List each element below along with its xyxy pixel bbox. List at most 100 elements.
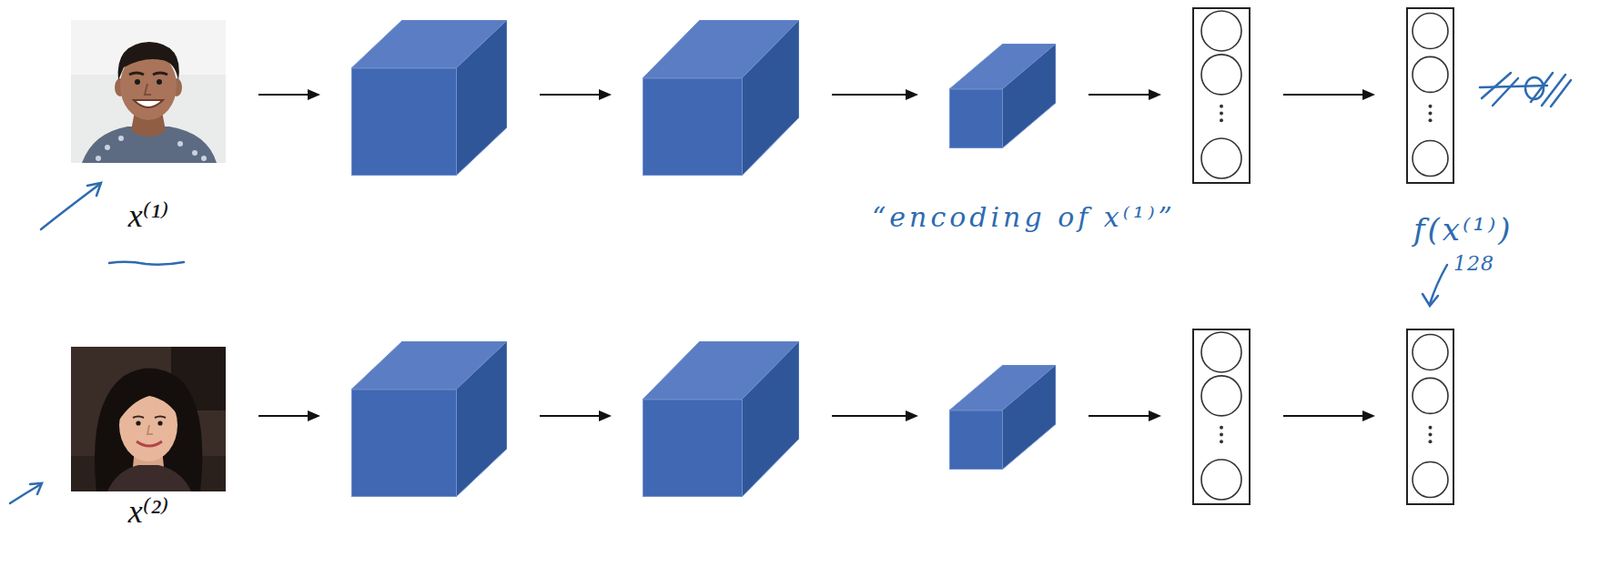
flow-arrow [1088, 93, 1151, 96]
flow-arrow [1088, 89, 1162, 101]
flow-arrow [258, 410, 321, 422]
conv-volume [455, 341, 507, 497]
pen-strokes [10, 72, 1571, 504]
embedding-vector [1193, 8, 1250, 183]
face-photo [133, 100, 163, 108]
flow-arrow [598, 89, 612, 101]
face-photo [94, 367, 203, 492]
embedding-vector [1201, 54, 1242, 95]
embedding-vector [1412, 12, 1449, 49]
scribble-stroke [1492, 78, 1519, 106]
conv-volume [351, 341, 507, 497]
flow-arrow [598, 410, 612, 422]
flow-arrow [258, 89, 321, 101]
embedding-vector [1193, 329, 1250, 505]
flow-arrow [905, 410, 919, 422]
embedding-vector [1412, 141, 1449, 177]
conv-volume [455, 20, 507, 176]
conv-layer [351, 20, 507, 176]
output-label: f(x⁽¹⁾) [1413, 212, 1514, 247]
embedding-vector [1201, 375, 1242, 416]
face-photo [135, 420, 141, 426]
face-photo [144, 83, 152, 95]
flow-arrow [1088, 410, 1162, 422]
flow-arrow [1148, 89, 1162, 101]
conv-volume [642, 20, 800, 176]
conv-volume [1002, 364, 1056, 470]
embedding-vector [1406, 7, 1455, 184]
leader-arrowhead [1422, 293, 1438, 306]
flow-arrow [1362, 410, 1376, 422]
face-photo [118, 135, 124, 142]
embedding-vector [1428, 118, 1433, 122]
embedding-vector [1428, 439, 1433, 444]
embedding-vector [1192, 7, 1251, 184]
flow-arrow [831, 89, 919, 101]
flow-arrow [258, 93, 310, 96]
conv-layer [949, 364, 1056, 470]
embedding-vector [1412, 56, 1449, 92]
flow-arrow [831, 410, 919, 422]
embedding-vector [1428, 432, 1433, 436]
embedding-vector [1201, 332, 1242, 373]
handwritten-note: “encoding of x⁽¹⁾” [871, 202, 1176, 233]
flow-arrow [539, 93, 601, 96]
conv-layer [642, 20, 800, 176]
embedding-vector [1201, 138, 1242, 179]
embedding-vector [1192, 328, 1251, 506]
flow-arrow [905, 89, 919, 101]
flow-arrow [1283, 410, 1376, 422]
underline-stroke [109, 262, 184, 265]
face-photo [154, 416, 166, 419]
conv-volume [950, 410, 1003, 470]
scribble-stroke [1550, 80, 1571, 107]
face-photo [177, 141, 183, 147]
face-photo [70, 346, 226, 492]
face-photo [157, 420, 163, 426]
face-photo [192, 150, 198, 156]
face-photo [95, 155, 102, 162]
flow-arrow [307, 89, 321, 101]
face-photo [201, 155, 207, 162]
dimension-note: 128 [1453, 253, 1495, 275]
face-photo [134, 79, 141, 85]
embedding-vector [1201, 10, 1242, 51]
scribble-stroke [1479, 85, 1548, 88]
flow-arrow [1148, 410, 1162, 422]
conv-volume [949, 43, 1056, 149]
face-photo [107, 465, 192, 492]
flow-arrow [831, 93, 908, 96]
conv-layer [949, 43, 1056, 149]
input-image: x⁽¹⁾ [70, 20, 226, 163]
flow-arrow [831, 415, 908, 417]
embedding-vector [1412, 462, 1449, 498]
vector-layer [1192, 328, 1251, 506]
embedding-vector [1219, 104, 1224, 109]
embedding-vector [1412, 334, 1449, 370]
conv-volume [741, 341, 800, 497]
scribble-stroke [1525, 77, 1544, 100]
embedding-vector [1407, 8, 1454, 183]
input-image: x⁽²⁾ [70, 346, 226, 492]
conv-layer [642, 341, 800, 497]
conv-volume [352, 68, 457, 176]
flow-arrow [1283, 89, 1376, 101]
face-photo [129, 72, 144, 75]
input-label: x⁽¹⁾ [70, 198, 226, 235]
face-photo [136, 441, 163, 446]
flow-arrow [1283, 93, 1365, 96]
conv-layer [351, 341, 507, 497]
embedding-vector [1412, 377, 1449, 414]
embedding-vector [1219, 439, 1224, 444]
flow-arrow [1088, 415, 1151, 417]
embedding-vector [1201, 459, 1242, 500]
conv-volume [643, 399, 743, 497]
face-photo [70, 20, 226, 163]
flow-arrow [258, 415, 310, 417]
conv-volume [741, 20, 800, 176]
conv-volume [642, 341, 800, 497]
flow-arrow [539, 415, 601, 417]
